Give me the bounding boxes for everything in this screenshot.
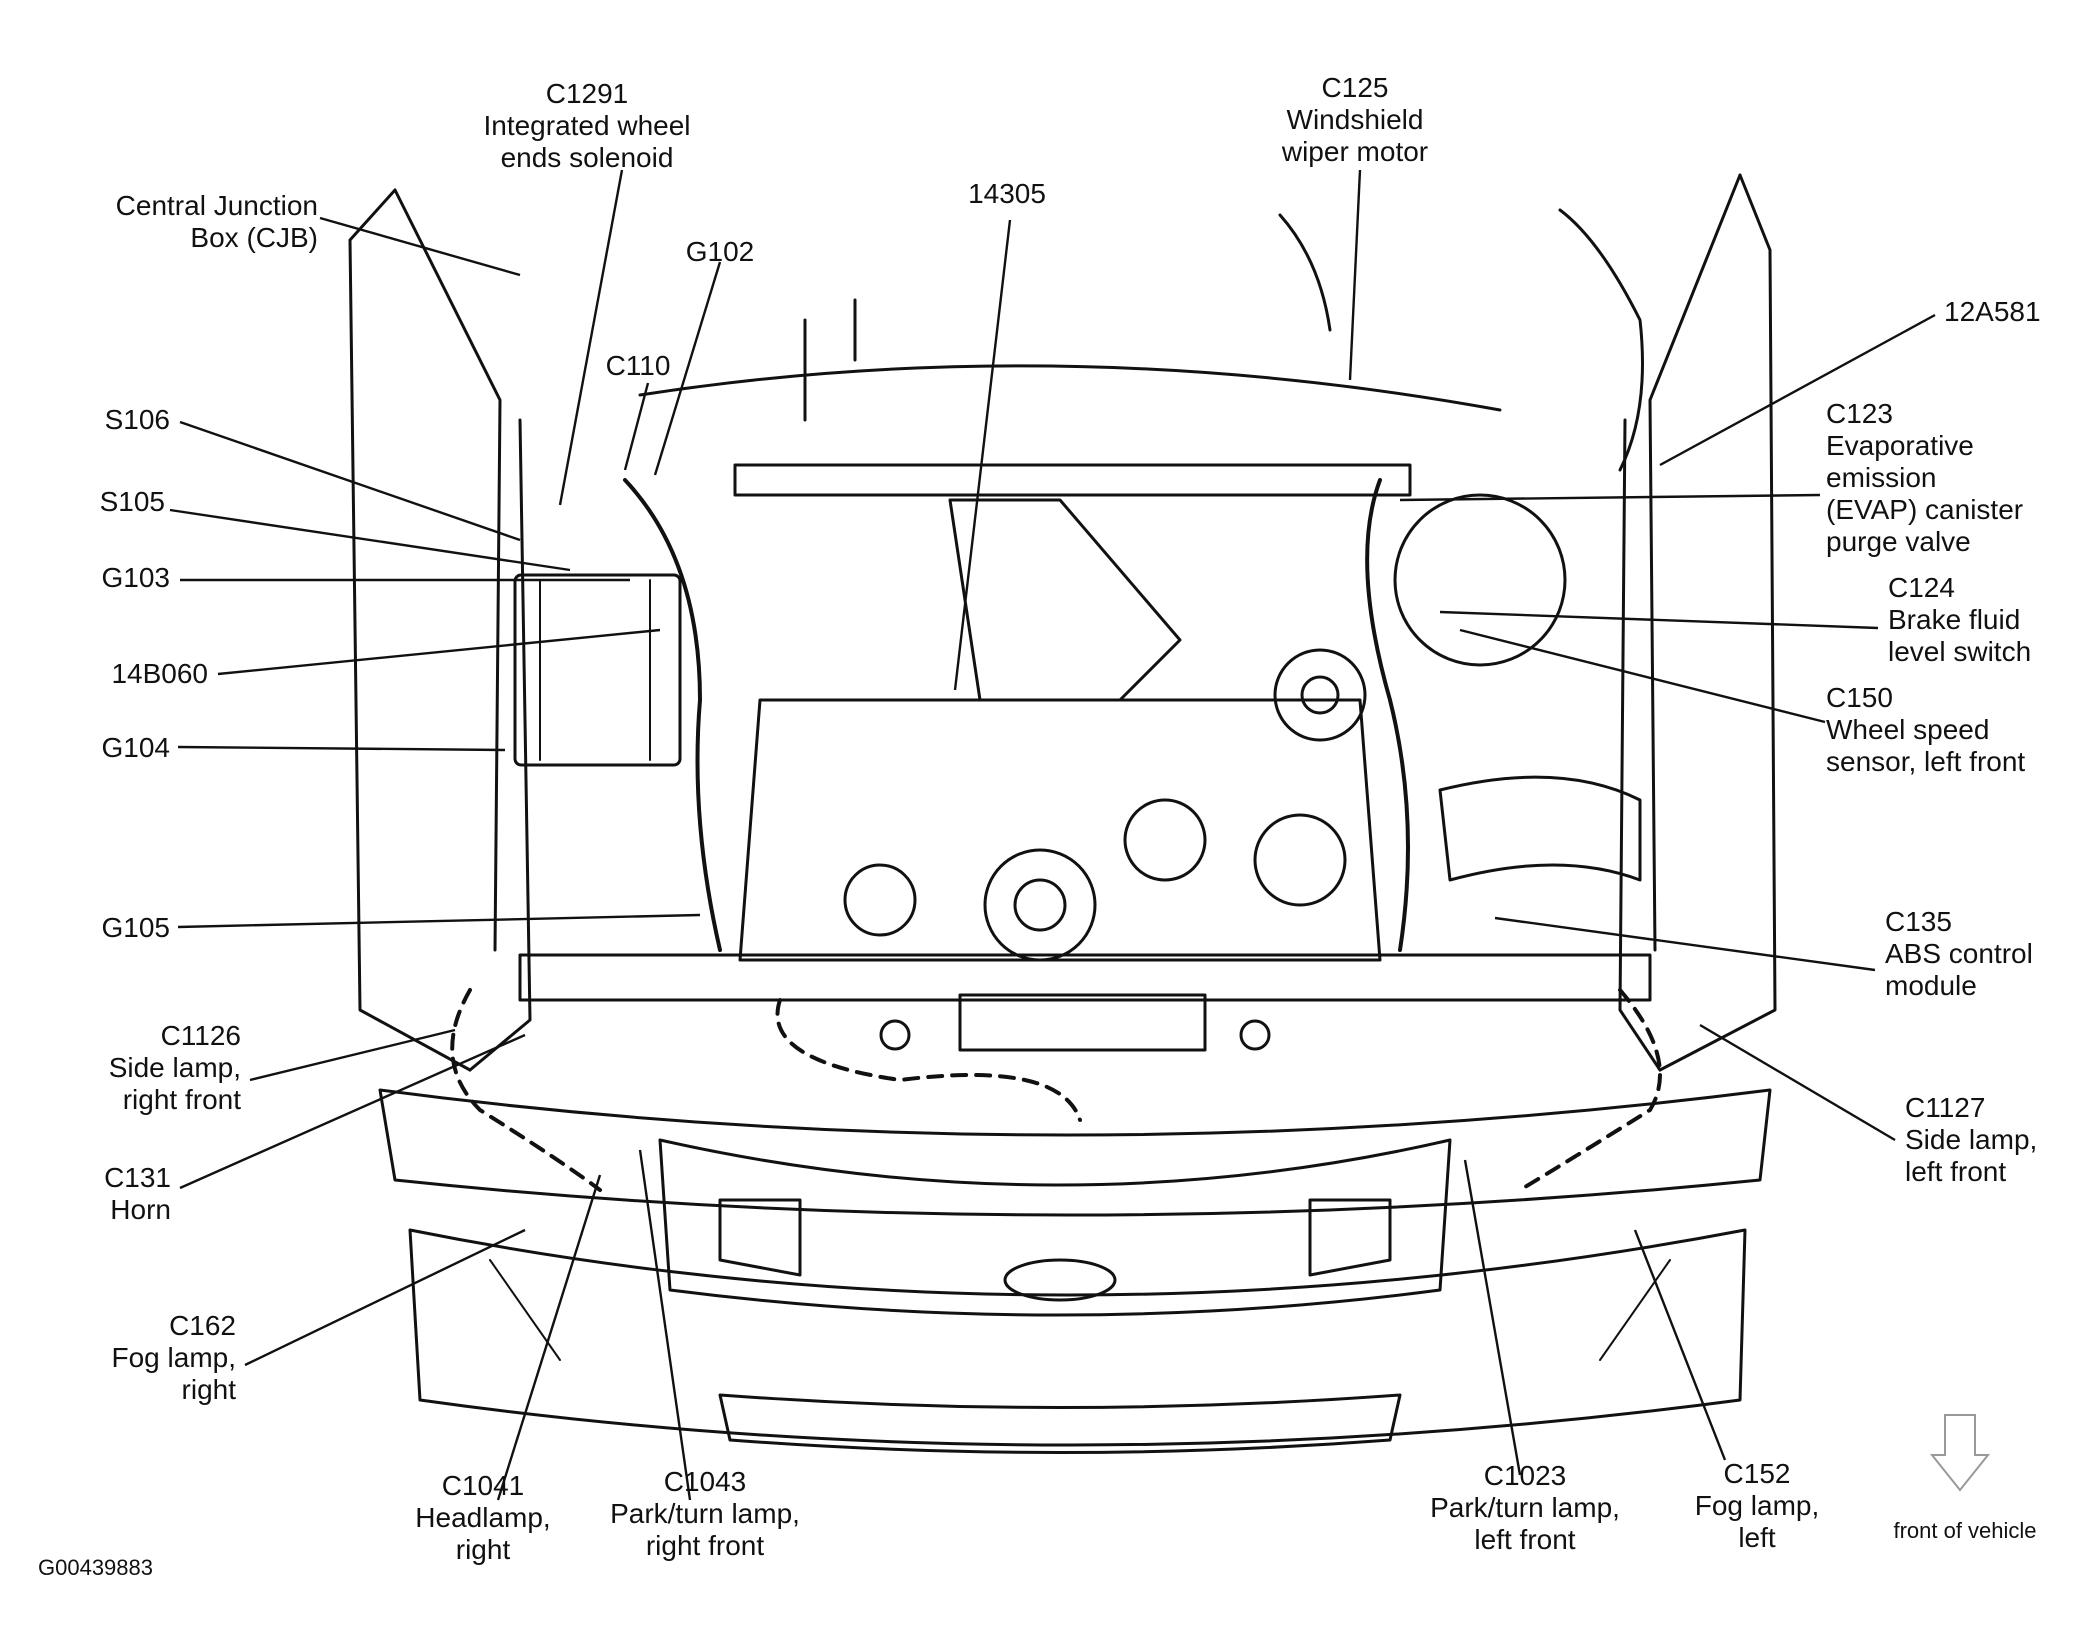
callout-c110: C110 xyxy=(605,350,671,381)
ford-emblem xyxy=(1003,1258,1117,1302)
air-intake-tube xyxy=(1438,775,1642,882)
crank-pulley xyxy=(983,848,1097,962)
figure-id: G00439883 xyxy=(38,1555,153,1580)
front-bumper-upper xyxy=(378,1088,1772,1217)
callout-g104: G104 xyxy=(101,732,171,763)
front-of-vehicle-label: front of vehicle xyxy=(1893,1518,2037,1543)
grille xyxy=(658,1138,1452,1317)
callout-14305: 14305 xyxy=(968,178,1046,209)
front-bumper-lower xyxy=(408,1228,1747,1447)
cowl-panel xyxy=(733,463,1412,497)
engine-block xyxy=(738,698,1382,962)
leader-lines xyxy=(169,169,1936,1501)
right-fender-outline xyxy=(348,188,472,1072)
callout-s106: S106 xyxy=(104,404,170,435)
callout-12a581: 12A581 xyxy=(1944,296,2041,327)
front-of-vehicle-arrow-icon xyxy=(1929,1414,1991,1492)
wiring-harness xyxy=(450,988,1662,1192)
air-intake xyxy=(948,498,1182,702)
left-fender-outline xyxy=(1658,173,1777,1072)
callout-14b060: 14B060 xyxy=(111,658,208,689)
callout-g102: G102 xyxy=(685,236,755,267)
callout-g103: G103 xyxy=(101,562,171,593)
brake-booster xyxy=(1393,493,1567,667)
battery xyxy=(513,573,682,767)
callout-s105: S105 xyxy=(99,486,165,517)
callout-g105: G105 xyxy=(101,912,171,943)
radiator-support xyxy=(518,953,1652,1002)
